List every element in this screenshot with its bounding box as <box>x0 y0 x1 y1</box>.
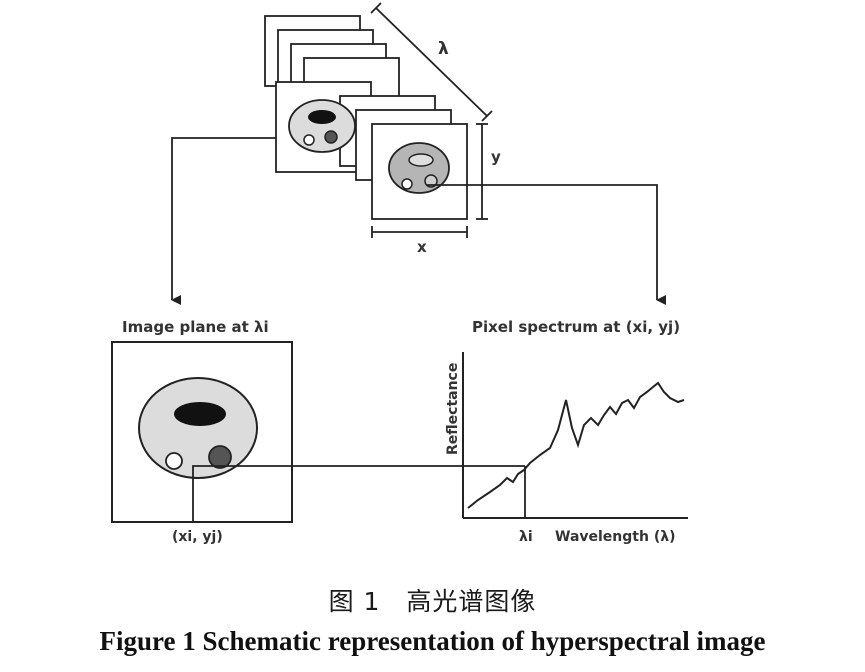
x-label: x <box>417 238 427 256</box>
reflectance-axis-label: Reflectance <box>445 363 461 455</box>
wavelength-axis-label: Wavelength (λ) <box>555 529 675 545</box>
spectrum-curve <box>467 381 685 509</box>
cube-frame-front <box>371 123 468 220</box>
cube-cell-a <box>288 99 356 153</box>
lambda-label: λ <box>438 39 449 59</box>
arrow-to-pixel-spectrum <box>427 184 666 305</box>
pixel-spectrum-title: Pixel spectrum at (xi, yj) <box>472 318 680 336</box>
image-plane-cell <box>138 377 258 479</box>
pixel-link <box>192 465 526 522</box>
image-plane-title: Image plane at λi <box>122 318 269 336</box>
figure-caption-chinese: 图 1 高光谱图像 <box>328 587 537 616</box>
lambda-i-label: λi <box>519 529 533 545</box>
dimension-lines <box>370 2 493 238</box>
pixel-coordinate-label: (xi, yj) <box>172 529 223 545</box>
y-label: y <box>491 148 501 166</box>
connector-arrows <box>171 137 666 305</box>
arrow-to-image-plane <box>171 137 276 305</box>
spectrum-axes <box>462 352 688 519</box>
cube-cell-front <box>388 142 450 194</box>
lambda-dimension-line <box>375 7 488 117</box>
figure-caption-english: Figure 1 Schematic representation of hyp… <box>99 626 766 656</box>
